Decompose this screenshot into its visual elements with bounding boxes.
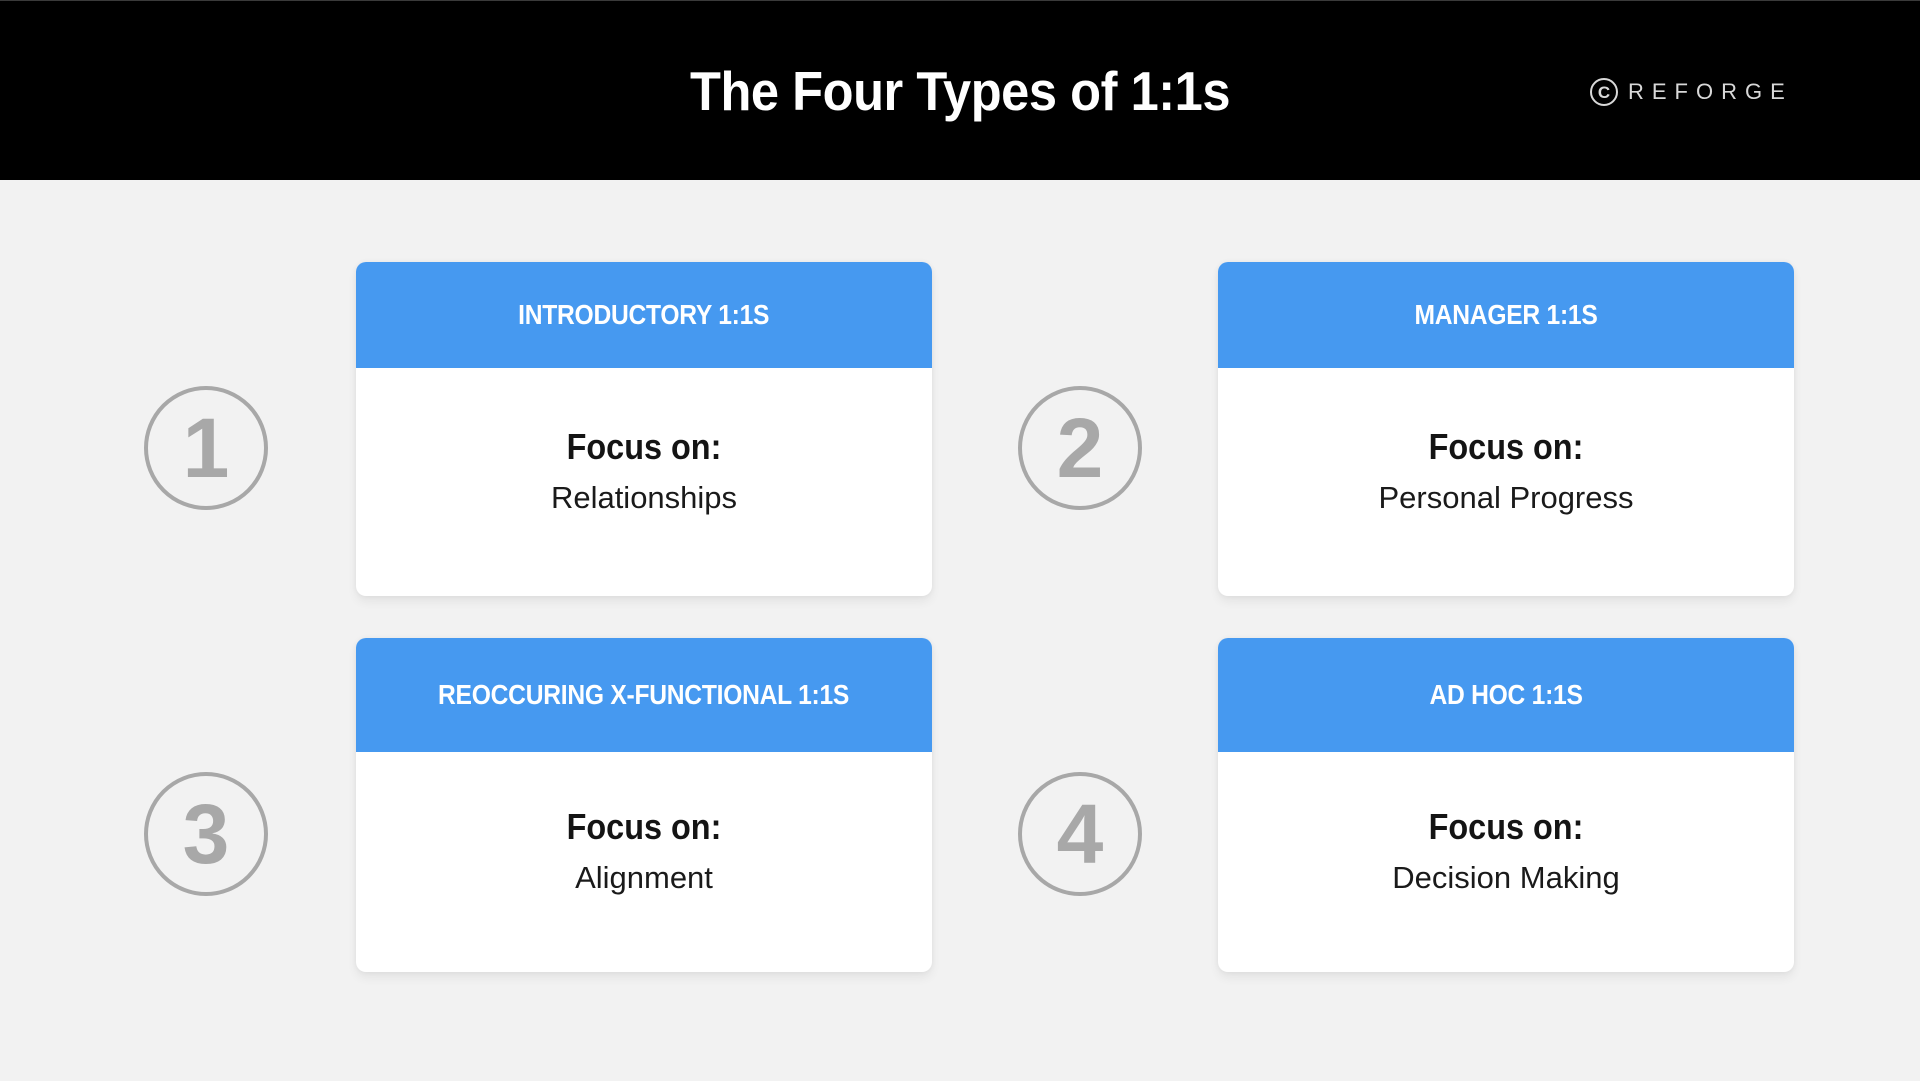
card-title: REOCCURING X-FUNCTIONAL 1:1S <box>438 679 850 710</box>
card-introductory: INTRODUCTORY 1:1S Focus on: Relationship… <box>356 262 932 596</box>
brand-name: REFORGE <box>1628 79 1793 104</box>
brand-logo: C REFORGE <box>1590 75 1793 109</box>
number-4: 4 <box>1056 786 1104 881</box>
card-title: INTRODUCTORY 1:1S <box>518 299 770 330</box>
focus-label: Focus on: <box>566 806 722 847</box>
focus-value: Decision Making <box>1392 860 1620 895</box>
focus-value: Personal Progress <box>1378 480 1634 515</box>
header-bar: The Four Types of 1:1s C REFORGE <box>0 0 1920 180</box>
focus-label: Focus on: <box>1428 806 1584 847</box>
focus-label: Focus on: <box>566 426 722 467</box>
card-ad-hoc: AD HOC 1:1S Focus on: Decision Making <box>1218 638 1794 972</box>
card-header: AD HOC 1:1S <box>1218 638 1794 752</box>
number-badge-2: 2 <box>1018 386 1142 510</box>
card-header: MANAGER 1:1S <box>1218 262 1794 368</box>
card-header: REOCCURING X-FUNCTIONAL 1:1S <box>356 638 932 752</box>
number-1: 1 <box>182 400 230 495</box>
copyright-circle-icon: C <box>1590 78 1618 106</box>
focus-value: Alignment <box>575 860 713 895</box>
card-manager: MANAGER 1:1S Focus on: Personal Progress <box>1218 262 1794 596</box>
number-3: 3 <box>182 786 230 881</box>
card-body: Focus on: Personal Progress <box>1218 368 1794 516</box>
card-body: Focus on: Alignment <box>356 752 932 896</box>
card-header: INTRODUCTORY 1:1S <box>356 262 932 368</box>
card-title: MANAGER 1:1S <box>1414 299 1598 330</box>
card-title: AD HOC 1:1S <box>1429 679 1583 710</box>
focus-label: Focus on: <box>1428 426 1584 467</box>
page-title: The Four Types of 1:1s <box>689 60 1231 122</box>
number-badge-3: 3 <box>144 772 268 896</box>
number-2: 2 <box>1056 400 1104 495</box>
number-badge-4: 4 <box>1018 772 1142 896</box>
number-badge-1: 1 <box>144 386 268 510</box>
card-reoccuring-x-functional: REOCCURING X-FUNCTIONAL 1:1S Focus on: A… <box>356 638 932 972</box>
focus-value: Relationships <box>550 480 738 515</box>
card-body: Focus on: Relationships <box>356 368 932 516</box>
card-body: Focus on: Decision Making <box>1218 752 1794 896</box>
